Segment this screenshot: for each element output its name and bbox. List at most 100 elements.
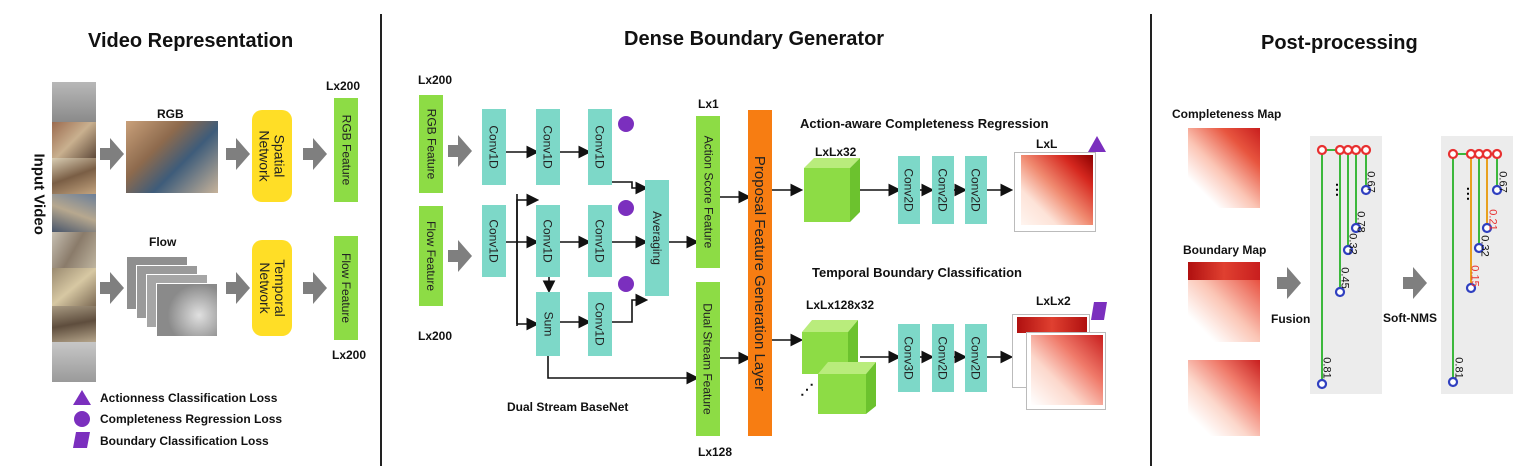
action-score-feature-box: Action Score Feature: [696, 116, 720, 268]
conv2d-box: Conv2D: [965, 156, 987, 224]
spatial-network-box: Spatial Network: [252, 110, 292, 202]
video-frame: [52, 82, 96, 122]
flow-feature-dim: Lx200: [332, 348, 367, 362]
dbg-rgb-feature-label: RGB Feature: [424, 108, 439, 180]
dbg-flow-feature-box: Flow Feature: [419, 206, 443, 306]
heatmap: [1021, 155, 1093, 225]
conv1d-label: Conv1D: [593, 219, 608, 263]
fusion-score: 0.67: [1364, 171, 1377, 193]
dbg-rgb-feature-box: RGB Feature: [419, 95, 443, 193]
rgb-frame-image: [126, 121, 218, 193]
boundary-map-start: [1182, 262, 1262, 348]
proposal-feature-generation-layer: Proposal Feature Generation Layer: [748, 110, 772, 436]
circle-icon: [74, 411, 90, 427]
video-frame: [52, 342, 96, 382]
fusion-score: 0.32: [1346, 233, 1359, 255]
nms-score: 0.81: [1452, 357, 1465, 379]
conv1d-label: Conv1D: [593, 302, 608, 346]
action-score-dim: Lx1: [698, 97, 719, 111]
tbc-output-maps: [1012, 314, 1106, 410]
circle-icon: [618, 116, 634, 132]
legend-item-completeness: Completeness Regression Loss: [100, 412, 283, 426]
nms-score: 0.32: [1478, 235, 1491, 257]
video-frame: [52, 268, 96, 306]
tbc-dim: LxLx128x32: [806, 298, 875, 312]
conv1d-box: Conv1D: [588, 292, 612, 356]
completeness-map: [1182, 128, 1262, 218]
conv1d-label: Conv1D: [487, 219, 502, 263]
completeness-loss-markers: [618, 116, 634, 292]
legend-item-boundary: Boundary Classification Loss: [100, 434, 269, 448]
averaging-label: Averaging: [650, 211, 665, 265]
conv1d-label: Conv1D: [487, 125, 502, 169]
parallelogram-icon: [73, 432, 90, 448]
loss-legend: Actionness Classification Loss Completen…: [70, 388, 370, 458]
ellipsis-dots: ⋰: [800, 381, 814, 397]
conv2d-box: Conv2D: [932, 324, 954, 392]
triangle-icon: [1088, 136, 1106, 152]
acr-output-map: [1014, 152, 1096, 232]
nms-score: 0.67: [1496, 171, 1509, 193]
pfg-layer-label: Proposal Feature Generation Layer: [751, 155, 769, 391]
rgb-feature-box: RGB Feature: [334, 98, 358, 202]
dual-stream-feature-label: Dual Stream Feature: [701, 303, 716, 415]
conv2d-box: Conv2D: [932, 156, 954, 224]
nms-score: 0.15: [1468, 265, 1481, 287]
conv2d-label: Conv2D: [902, 168, 917, 212]
rgb-feature-dim: Lx200: [326, 79, 361, 93]
section-divider-right: [1150, 14, 1152, 466]
soft-nms-label: Soft-NMS: [1383, 311, 1437, 325]
heatmap: [1017, 317, 1087, 333]
circle-icon: [618, 200, 634, 216]
tbc-map-dim: LxLx2: [1036, 294, 1071, 308]
flow-feature-box: Flow Feature: [334, 236, 358, 340]
fusion-score: 0.45: [1338, 267, 1351, 289]
conv1d-box: Conv1D: [482, 109, 506, 185]
conv1d-label: Conv1D: [541, 125, 556, 169]
heatmap: [1188, 262, 1260, 280]
conv1d-label: Conv1D: [593, 125, 608, 169]
action-score-feature-label: Action Score Feature: [701, 135, 716, 249]
svg-text:⋮: ⋮: [1330, 181, 1344, 197]
completeness-map-label: Completeness Map: [1172, 107, 1282, 121]
conv2d-label: Conv2D: [969, 336, 984, 380]
boundary-map-label: Boundary Map: [1183, 243, 1267, 257]
boundary-map-end: [1182, 360, 1262, 446]
averaging-box: Averaging: [645, 180, 669, 296]
fusion-proposals-graph: ⋮: [1316, 144, 1372, 390]
video-frame: [52, 306, 96, 342]
dual-stream-feature-box: Dual Stream Feature: [696, 282, 720, 436]
tbc-title: Temporal Boundary Classification: [812, 265, 1022, 280]
conv2d-label: Conv2D: [936, 168, 951, 212]
flow-frames-stack: [126, 256, 218, 338]
gray-block-arrows: [100, 135, 1427, 304]
circle-icon: [618, 276, 634, 292]
conv1d-box: Conv1D: [536, 205, 560, 277]
triangle-icon: [73, 390, 91, 405]
input-video-label: Input Video: [30, 153, 48, 235]
conv2d-box: Conv2D: [965, 324, 987, 392]
conv1d-label: Conv1D: [541, 219, 556, 263]
flow-frame: [156, 283, 218, 337]
legend-markers: [73, 390, 91, 448]
temporal-network-box: Temporal Network: [252, 240, 292, 336]
video-frame: [52, 122, 96, 158]
fusion-label: Fusion: [1271, 312, 1311, 326]
nms-score: 0.21: [1486, 209, 1499, 231]
legend-item-actionness: Actionness Classification Loss: [100, 391, 278, 405]
conv1d-box: Conv1D: [482, 205, 506, 277]
section-divider-left: [380, 14, 382, 466]
conv3d-box: Conv3D: [898, 324, 920, 392]
boundary-map-front: [1026, 332, 1106, 410]
acr-title: Action-aware Completeness Regression: [800, 116, 1049, 131]
rgb-feature-label: RGB Feature: [339, 114, 354, 186]
tbc-feature-cubes: ⋰: [800, 320, 876, 414]
conv1d-box: Conv1D: [536, 109, 560, 185]
conv1d-box: Conv1D: [588, 205, 612, 277]
dual-stream-dim: Lx128: [698, 445, 733, 459]
video-frame: [52, 194, 96, 232]
parallelogram-icon: [1091, 302, 1107, 320]
video-frame: [52, 232, 96, 268]
rgb-label: RGB: [157, 107, 184, 121]
